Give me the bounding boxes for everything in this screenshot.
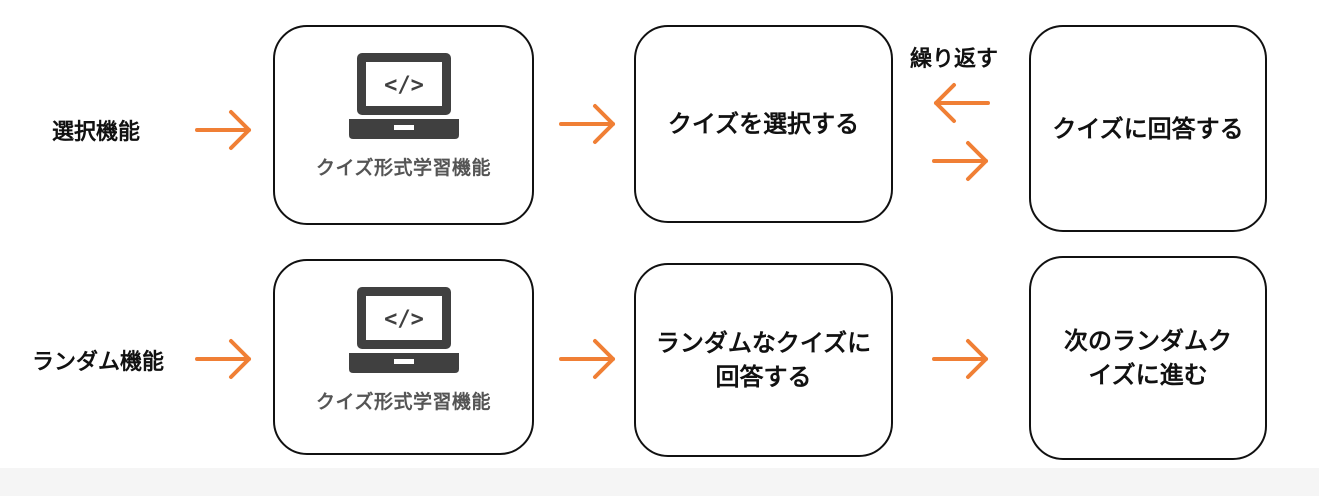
arrow-left-icon xyxy=(934,83,990,123)
page-bottom-band xyxy=(0,468,1319,496)
final-box-text: クイズに回答する xyxy=(1052,114,1244,143)
svg-text:</>: </> xyxy=(384,73,424,98)
arrow-right-icon xyxy=(932,141,988,181)
arrow-right-icon xyxy=(195,110,251,150)
final-box-text: 次のランダムクイズに進む xyxy=(1064,327,1232,389)
arrow-right-icon xyxy=(559,339,615,379)
step-box-select-quiz: クイズを選択する xyxy=(634,25,893,223)
laptop-code-icon: </> xyxy=(348,287,459,373)
final-box-answer-quiz: クイズに回答する xyxy=(1029,25,1267,232)
svg-text:</>: </> xyxy=(384,307,424,332)
repeat-label: 繰り返す xyxy=(910,47,999,72)
row-label-selection: 選択機能 xyxy=(52,120,141,145)
arrow-right-icon xyxy=(195,339,251,379)
function-box-label: クイズ形式学習機能 xyxy=(316,391,491,413)
final-box-next-random: 次のランダムクイズに進む xyxy=(1029,256,1267,460)
row-label-random: ランダム機能 xyxy=(32,350,165,375)
arrow-right-icon xyxy=(932,339,988,379)
arrow-right-icon xyxy=(559,104,615,144)
function-box-quiz-learning: </> クイズ形式学習機能 xyxy=(273,25,534,225)
function-box-quiz-learning: </> クイズ形式学習機能 xyxy=(273,259,534,455)
step-box-text: ランダムなクイズに回答する xyxy=(655,329,872,391)
function-box-label: クイズ形式学習機能 xyxy=(316,157,491,179)
step-box-random-answer: ランダムなクイズに回答する xyxy=(634,263,893,457)
laptop-code-icon: </> xyxy=(348,53,459,139)
step-box-text: クイズを選択する xyxy=(667,110,860,138)
